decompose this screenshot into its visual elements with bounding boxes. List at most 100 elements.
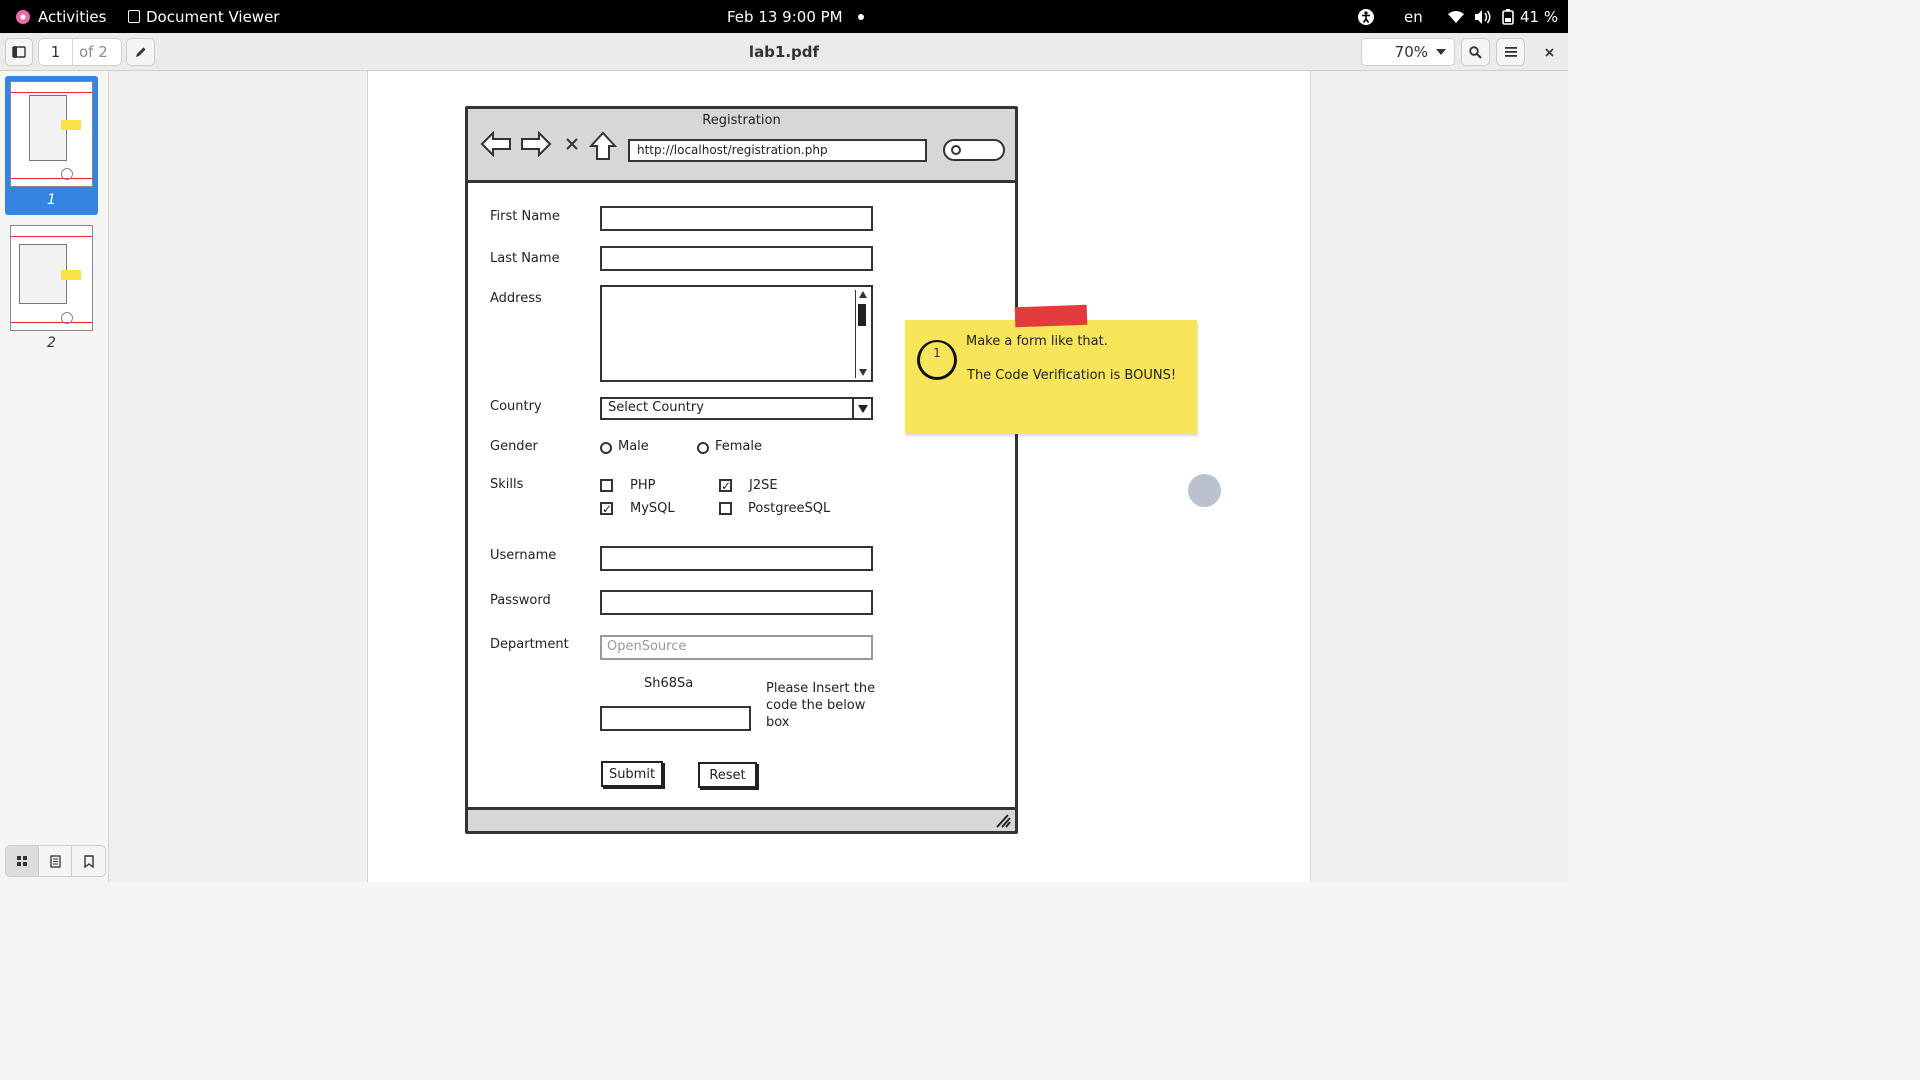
sidebar-icon [12, 46, 26, 58]
address-label: Address [490, 291, 542, 306]
document-viewer-icon [128, 10, 140, 23]
last-name-field [600, 246, 873, 271]
battery-icon [1502, 8, 1514, 25]
pencil-icon [135, 47, 145, 57]
page-count: of 2 [79, 43, 108, 61]
captcha-hint: Please Insert the code the below box [766, 681, 876, 730]
battery-percent: 41 % [1520, 7, 1559, 26]
search-button[interactable] [1461, 38, 1490, 66]
main-menu-button[interactable] [1496, 38, 1525, 66]
search-icon [1469, 45, 1482, 59]
thumbnail-page-number: 2 [47, 335, 56, 351]
country-label: Country [490, 399, 542, 414]
annotate-button[interactable] [126, 38, 155, 66]
top-bar: Activities Document Viewer Feb 13 9:00 P… [0, 0, 1568, 33]
mockup-url-bar: http://localhost/registration.php [628, 139, 927, 162]
password-label: Password [490, 593, 551, 608]
registration-mockup: Registration http://localhost/registrati… [465, 106, 1018, 834]
gender-label: Gender [490, 439, 538, 454]
mockup-search-box [943, 139, 1005, 161]
captcha-code: Sh68Sa [644, 676, 694, 691]
checkbox-j2se: ✓ [719, 479, 732, 493]
sidebar-view-switcher [5, 845, 106, 877]
skills-label: Skills [490, 477, 524, 492]
checkbox-postgresql [719, 502, 732, 515]
sticky-tape [1014, 304, 1088, 328]
thumbnail-page-number: 1 [47, 192, 56, 208]
thumbnail-page-1[interactable]: 1 [5, 76, 98, 215]
department-field: OpenSource [600, 635, 873, 660]
sidebar-toggle-button[interactable] [5, 38, 33, 66]
j2se-label: J2SE [749, 478, 778, 493]
activities-label: Activities [38, 7, 107, 26]
battery-indicator[interactable]: 41 % [1502, 0, 1558, 33]
thumbnail-image [10, 225, 93, 331]
notification-dot [858, 0, 864, 33]
bookmark-icon [83, 854, 94, 868]
language-indicator[interactable]: en [1404, 7, 1423, 26]
accessibility-icon[interactable] [1357, 0, 1375, 33]
activities-logo-icon [16, 9, 30, 24]
forward-arrow-icon [521, 131, 552, 157]
address-textarea [600, 285, 873, 382]
username-label: Username [490, 548, 557, 563]
pointer-highlight [1188, 474, 1221, 507]
last-name-label: Last Name [490, 251, 560, 266]
back-arrow-icon [480, 131, 511, 157]
grid-icon [17, 856, 27, 866]
female-label: Female [715, 439, 763, 454]
textarea-scrollbar [855, 290, 869, 378]
mockup-status-bar [468, 807, 1015, 831]
male-label: Male [618, 439, 649, 454]
thumbnail-page-2[interactable]: 2 [5, 223, 98, 353]
php-label: PHP [630, 478, 656, 493]
resize-grip-icon [996, 814, 1011, 828]
postgresql-label: PostgreeSQL [748, 501, 831, 516]
mysql-label: MySQL [630, 501, 675, 516]
outline-tab[interactable] [39, 846, 72, 876]
username-field [600, 546, 873, 571]
datetime: Feb 13 9:00 PM [727, 7, 843, 26]
current-page[interactable]: 1 [39, 39, 73, 65]
country-select: Select Country [600, 397, 873, 420]
close-icon [1544, 47, 1554, 57]
chevron-down-icon [1436, 49, 1446, 55]
volume-icon[interactable] [1474, 0, 1492, 33]
first-name-field [600, 206, 873, 231]
checkbox-mysql: ✓ [600, 502, 613, 516]
sticky-note [905, 320, 1197, 434]
country-select-value: Select Country [608, 400, 704, 415]
radio-male [600, 442, 612, 454]
zoom-selector[interactable]: 70% [1361, 38, 1455, 66]
bookmarks-tab[interactable] [72, 846, 105, 876]
close-button[interactable] [1540, 38, 1558, 66]
mockup-reset-button: Reset [698, 762, 757, 788]
password-field [600, 590, 873, 615]
sticky-note-line-2: The Code Verification is BOUNS! [967, 368, 1177, 383]
thumbnail-image [10, 81, 93, 187]
mockup-title: Registration [702, 113, 781, 128]
document-outline-icon [49, 854, 61, 868]
app-menu[interactable]: Document Viewer [128, 0, 279, 33]
sticky-note-line-1: Make a form like that. [966, 334, 1108, 349]
mockup-browser-toolbar: Registration http://localhost/registrati… [468, 109, 1015, 183]
app-name: Document Viewer [146, 7, 280, 26]
radio-female [697, 442, 709, 454]
header-bar: 1 of 2 70% [0, 33, 1568, 71]
wifi-icon[interactable] [1447, 0, 1465, 33]
page-number-entry[interactable]: 1 of 2 [38, 38, 122, 66]
checkbox-php [600, 479, 613, 492]
search-icon [951, 145, 961, 155]
chevron-down-icon [852, 399, 871, 418]
sticky-number-badge: 1 [917, 340, 957, 380]
thumbnails-tab[interactable] [6, 846, 39, 876]
stop-x-icon [566, 138, 578, 150]
hamburger-icon [1504, 47, 1517, 57]
home-icon [589, 131, 617, 160]
first-name-label: First Name [490, 209, 560, 224]
zoom-value: 70% [1394, 43, 1428, 61]
mockup-submit-button: Submit [601, 761, 663, 787]
department-label: Department [490, 637, 569, 652]
activities-button[interactable]: Activities [16, 0, 106, 33]
clock[interactable]: Feb 13 9:00 PM [727, 0, 843, 33]
